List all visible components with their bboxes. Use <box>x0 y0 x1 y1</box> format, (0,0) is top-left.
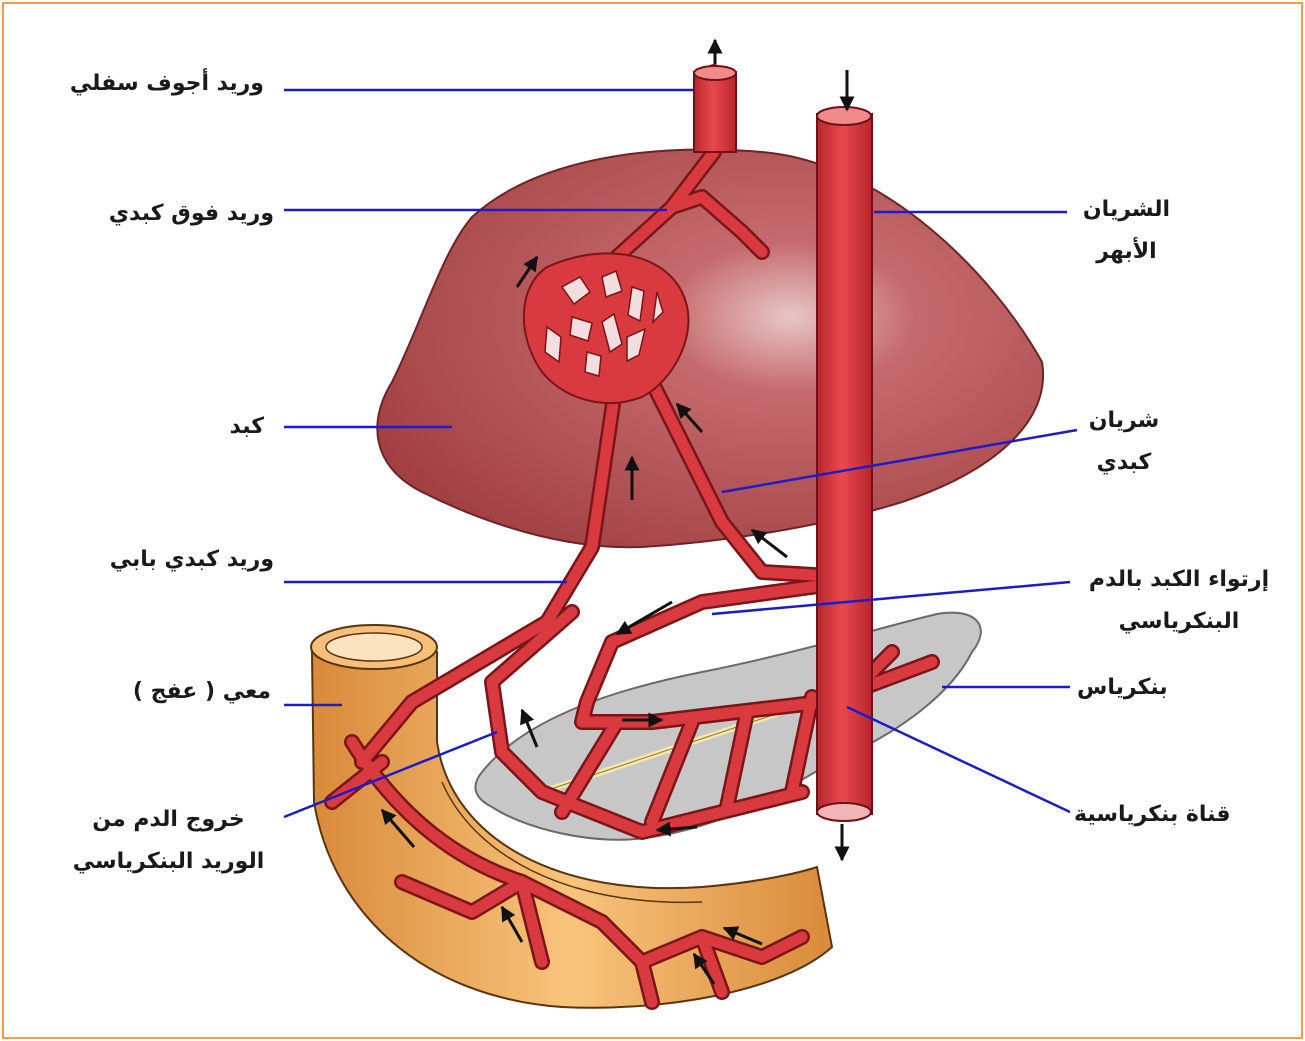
label-portal-vein: وريد كبدي بابي <box>110 542 274 578</box>
label-pancreatic-vein-out-line1: خروج الدم من <box>56 799 281 841</box>
inferior-vena-cava <box>694 66 736 152</box>
label-intestine: معي ( عفج ) <box>133 674 271 710</box>
label-aorta: الشريان الأبهر <box>1064 189 1189 273</box>
label-liver: كبد <box>230 409 264 445</box>
hepatic-capillary-net <box>524 253 689 403</box>
label-ivc: وريد أجوف سفلي <box>70 66 264 102</box>
label-pancreatic-vein-out: خروج الدم من الوريد البنكرياسي <box>56 799 281 883</box>
label-aorta-line2: الأبهر <box>1064 231 1189 273</box>
label-hepatic-artery-line1: شريان <box>1074 400 1174 442</box>
label-pancreas-irrigation: إرتواء الكبد بالدم البنكرياسي <box>1064 559 1294 643</box>
label-pancreatic-duct: قناة بنكرياسية <box>1074 797 1231 833</box>
label-pancreatic-vein-out-line2: الوريد البنكرياسي <box>56 841 281 883</box>
label-pancreas: بنكرياس <box>1077 670 1168 706</box>
label-pancreas-irrigation-line1: إرتواء الكبد بالدم <box>1064 559 1294 601</box>
label-hepatic-artery: شريان كبدي <box>1074 400 1174 484</box>
label-hepatic-artery-line2: كبدي <box>1074 442 1174 484</box>
label-hepatic-vein: وريد فوق كبدي <box>109 196 274 232</box>
label-aorta-line1: الشريان <box>1064 189 1189 231</box>
label-pancreas-irrigation-line2: البنكرياسي <box>1064 601 1294 643</box>
